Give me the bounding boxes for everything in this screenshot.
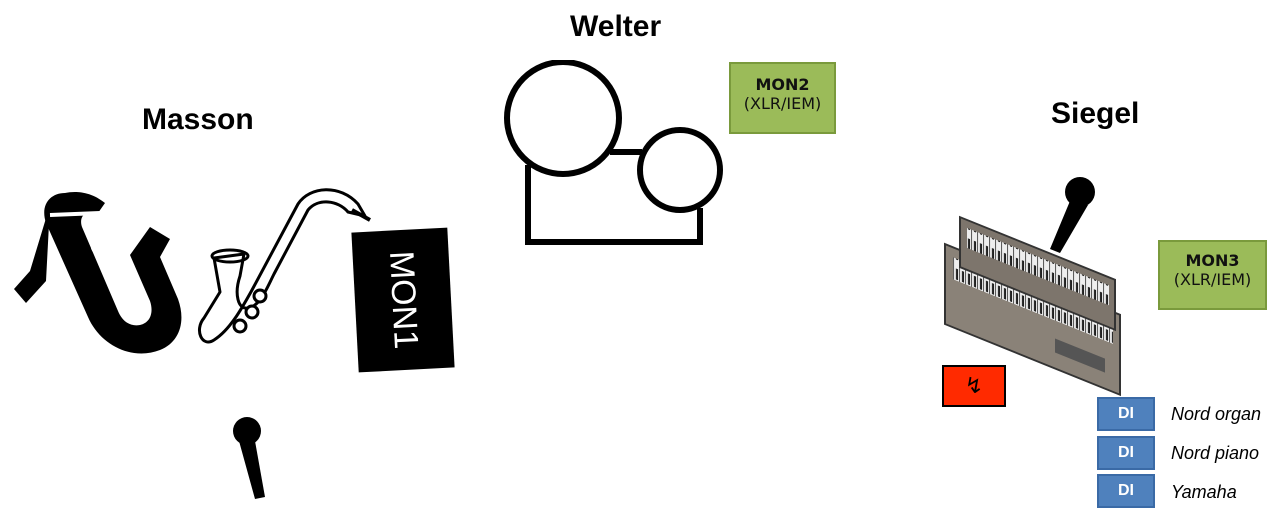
monitor-1-label: MON1 bbox=[381, 249, 426, 351]
power-outlet-icon: ↯ bbox=[942, 365, 1006, 407]
musician-name-masson: Masson bbox=[142, 103, 254, 136]
monitor-1: MON1 bbox=[351, 227, 455, 373]
microphone-icon bbox=[233, 417, 265, 499]
monitor-2-box: MON2 (XLR/IEM) bbox=[729, 62, 836, 134]
di-box-yamaha: DI bbox=[1097, 474, 1155, 508]
alto-sax-icon bbox=[198, 188, 371, 344]
baritone-sax-icon bbox=[14, 192, 182, 354]
monitor-3-subtitle: (XLR/IEM) bbox=[1173, 270, 1252, 289]
di-box-nord-piano: DI bbox=[1097, 436, 1155, 470]
di-instrument-nord-piano: Nord piano bbox=[1171, 443, 1260, 463]
monitor-3-title: MON3 bbox=[1185, 251, 1240, 270]
di-instrument-nord-organ: Nord organ bbox=[1171, 404, 1262, 424]
di-instrument-yamaha: Yamaha bbox=[1171, 482, 1237, 502]
keyboard-icon bbox=[944, 215, 1121, 397]
di-box-nord-organ: DI bbox=[1097, 397, 1155, 431]
monitor-3-box: MON3 (XLR/IEM) bbox=[1158, 240, 1267, 310]
drum-kit-icon bbox=[504, 60, 723, 245]
musician-name-welter: Welter bbox=[570, 10, 662, 43]
microphone-icon bbox=[1050, 177, 1095, 253]
monitor-2-title: MON2 bbox=[755, 75, 810, 94]
musician-name-siegel: Siegel bbox=[1051, 97, 1140, 130]
monitor-2-subtitle: (XLR/IEM) bbox=[743, 94, 822, 113]
